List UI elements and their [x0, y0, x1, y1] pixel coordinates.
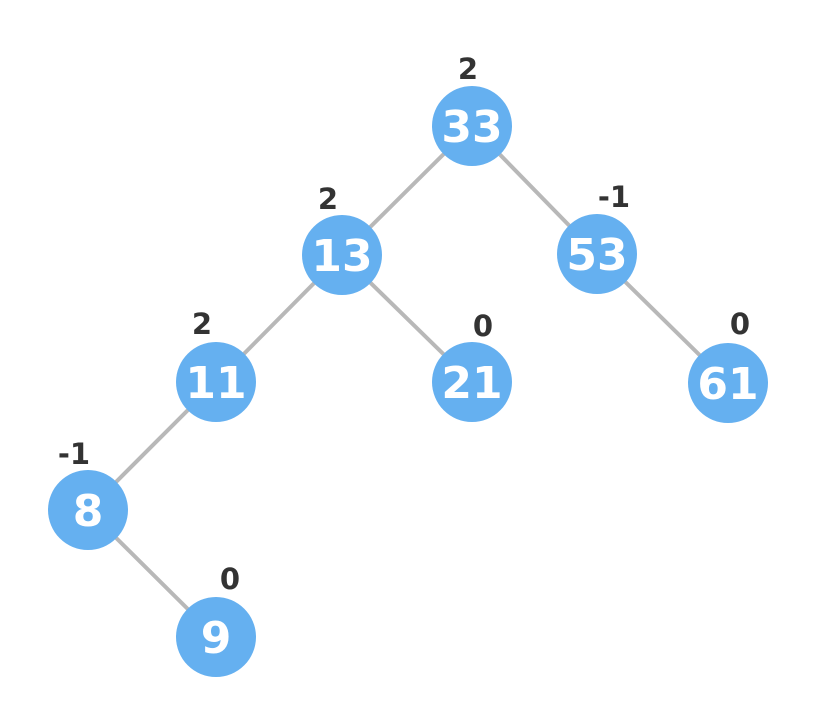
tree-node-13 [302, 215, 382, 295]
balance-factor-13: 2 [318, 182, 338, 216]
balance-factor-21: 0 [473, 309, 493, 343]
tree-node-21 [432, 342, 512, 422]
tree-node-33 [432, 86, 512, 166]
balance-factor-33: 2 [458, 52, 478, 86]
node-layer: 33 13 53 11 21 61 8 9 [48, 86, 768, 677]
node-value-11: 11 [185, 358, 246, 409]
node-value-21: 21 [441, 358, 502, 409]
node-value-61: 61 [697, 359, 758, 410]
node-value-33: 33 [441, 102, 502, 153]
balance-factor-8: -1 [58, 437, 90, 471]
tree-node-9 [176, 597, 256, 677]
node-value-9: 9 [201, 613, 232, 664]
tree-node-53 [557, 214, 637, 294]
tree-node-11 [176, 342, 256, 422]
balance-factor-11: 2 [192, 307, 212, 341]
node-value-13: 13 [311, 231, 372, 282]
balance-factor-61: 0 [730, 307, 750, 341]
node-value-53: 53 [566, 230, 627, 281]
tree-node-8 [48, 470, 128, 550]
balance-factor-53: -1 [598, 180, 630, 214]
balance-factor-9: 0 [220, 562, 240, 596]
label-layer: 2 2 -1 2 0 0 -1 0 [58, 52, 750, 596]
node-value-8: 8 [73, 486, 104, 537]
tree-node-61 [688, 343, 768, 423]
